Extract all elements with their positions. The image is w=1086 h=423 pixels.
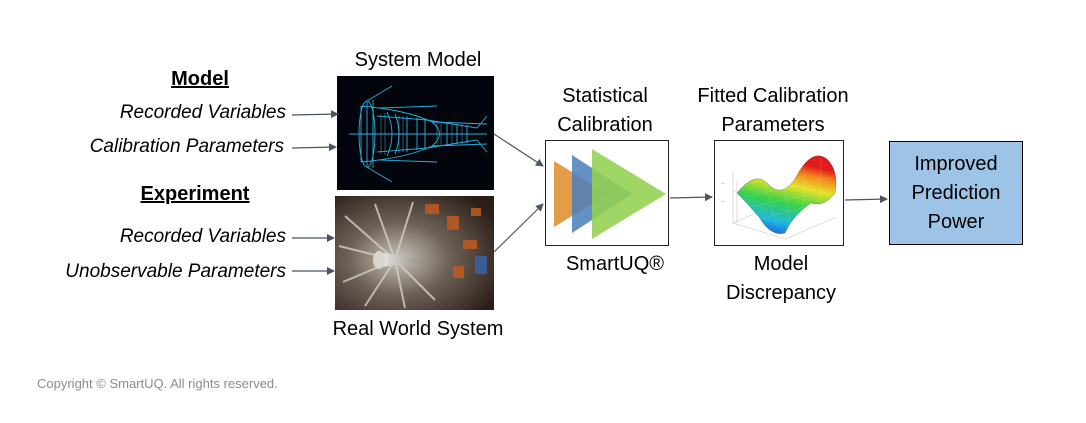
svg-text:—: — [721,199,725,204]
model-discrepancy-line-1: Model [753,253,809,275]
smartuq-label: SmartUQ® [565,253,665,275]
improved-line-3: Power [927,210,985,233]
surface-plot-icon: — — [721,155,838,240]
system-model-label: System Model [354,49,482,71]
statistical-calibration-label: Statistical Calibration [540,82,670,140]
model-recorded-variables: Recorded Variables [119,102,286,123]
model-header: Model [171,68,229,90]
model-calibration-parameters: Calibration Parameters [89,136,284,157]
arrow-calibration-to-fitted [669,193,713,202]
fitted-parameters-line-2: Parameters [721,114,825,136]
model-discrepancy-label: Model Discrepancy [706,250,856,308]
experiment-unobservable-parameters: Unobservable Parameters [65,261,286,282]
jet-engine-wireframe-icon [337,76,494,190]
overlapping-triangles-icon [554,149,666,239]
turbofan-engine-icon [335,196,494,310]
arrow-model-recorded [291,110,339,119]
improved-line-2: Prediction [911,181,1001,204]
arrow-real-to-calibration [493,203,544,253]
real-world-image [335,196,494,310]
discrepancy-box: — — [714,140,844,246]
svg-text:—: — [721,181,725,186]
arrow-model-to-calibration [493,133,544,167]
system-model-image [337,76,494,190]
arrow-model-calibration [291,143,337,152]
experiment-header: Experiment [140,183,250,205]
fitted-parameters-label: Fitted Calibration Parameters [680,82,866,140]
improved-prediction-box: Improved Prediction Power [889,141,1023,245]
model-discrepancy-line-2: Discrepancy [725,282,837,304]
statistical-calibration-box [545,140,669,246]
statistical-calibration-line-1: Statistical [562,85,648,107]
copyright-text: Copyright © SmartUQ. All rights reserved… [37,376,278,391]
real-world-label: Real World System [332,318,504,340]
fitted-parameters-line-1: Fitted Calibration [697,85,849,107]
arrow-fitted-to-improved [844,195,888,204]
improved-line-1: Improved [914,152,998,175]
experiment-recorded-variables: Recorded Variables [119,226,286,247]
statistical-calibration-line-2: Calibration [557,114,653,136]
